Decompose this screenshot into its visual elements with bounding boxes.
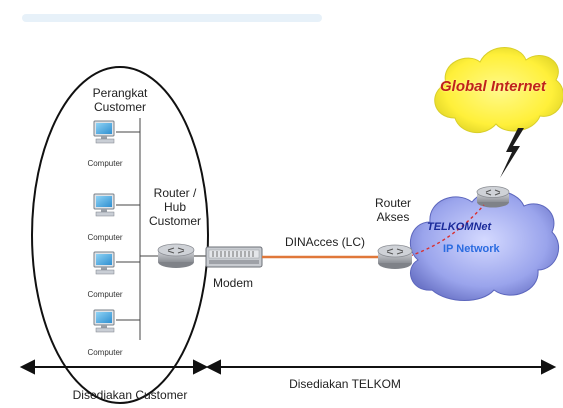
global-internet-label: Global Internet (440, 78, 546, 95)
router-akses-label-line2: Akses (376, 210, 410, 224)
computer-label: Computer (87, 290, 123, 299)
telkom-cloud-label-line2: IP Network (443, 243, 500, 255)
access-router-icon (377, 244, 413, 269)
router-hub-label-line3: Customer (148, 214, 201, 228)
modem-icon (205, 246, 263, 268)
lightning-bolt-icon (500, 128, 524, 178)
telkom-cloud-label-line1: TELKOMNet (427, 221, 492, 233)
computer-label: Computer (87, 233, 123, 242)
global-internet-cloud (434, 47, 563, 133)
telkom-scope-arrow (205, 359, 557, 375)
modem-label: Modem (212, 276, 253, 290)
computer-icon (93, 251, 115, 275)
customer-scope-arrow (19, 359, 209, 375)
core-router-icon (476, 186, 510, 208)
telkom-ip-network-cloud (409, 190, 559, 301)
telkom-internal-link (409, 204, 485, 257)
customer-router-icon (157, 243, 195, 268)
footer-telkom-label: Disediakan TELKOM (289, 377, 401, 391)
router-hub-label-line2: Hub (163, 200, 186, 214)
customer-group-title-line2: Customer (93, 100, 146, 114)
customer-group-title-line1: Perangkat (92, 86, 148, 100)
computer-label: Computer (87, 159, 123, 168)
lan-bus (116, 118, 158, 340)
computer-icon (93, 120, 115, 144)
faded-header (22, 14, 322, 22)
router-hub-label-line1: Router / (153, 186, 197, 200)
computer-label: Computer (87, 348, 123, 357)
dinacces-link-label: DINAcces (LC) (284, 235, 365, 249)
customer-group-ellipse (31, 66, 209, 404)
computer-icon (93, 193, 115, 217)
computer-icon (93, 309, 115, 333)
footer-customer-label: Disediakan Customer (72, 388, 188, 402)
router-akses-label-line1: Router (374, 196, 412, 210)
